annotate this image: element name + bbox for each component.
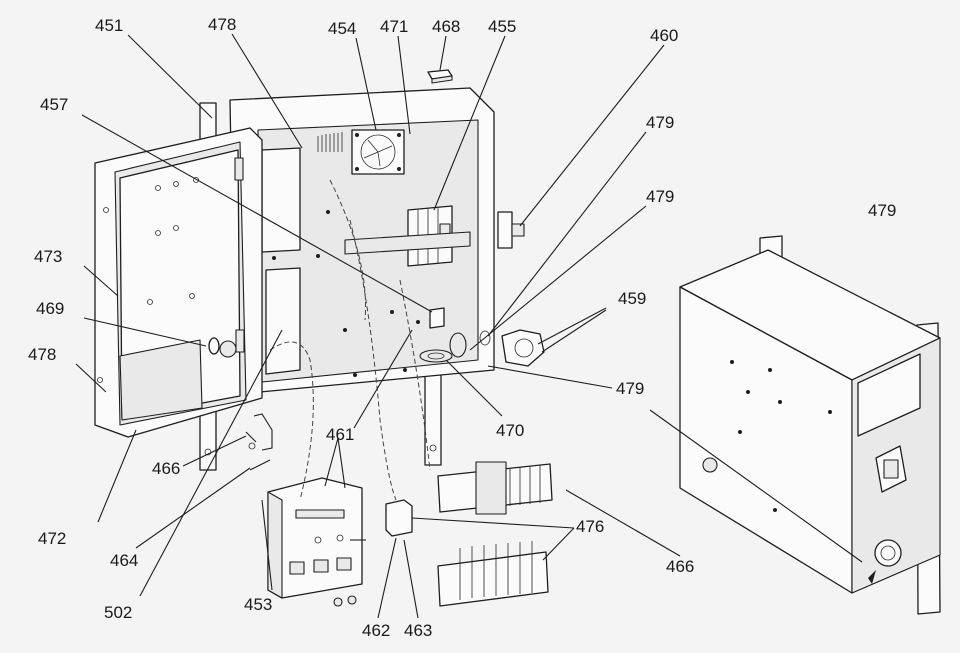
callout-451: 451 [95, 16, 123, 35]
callout-454: 454 [328, 19, 356, 38]
callout-476: 476 [576, 517, 604, 536]
callout-470: 470 [496, 421, 524, 440]
callout-471: 471 [380, 17, 408, 36]
callout-468: 468 [432, 17, 460, 36]
relay-block-upper [437, 461, 553, 515]
open-enclosure [199, 69, 545, 471]
callout-463: 463 [404, 621, 432, 640]
callout-479-c: 479 [868, 201, 896, 220]
callout-457: 457 [40, 95, 68, 114]
callout-479-a: 479 [646, 113, 674, 132]
callout-466-right: 466 [666, 557, 694, 576]
bracket-parts [245, 413, 273, 471]
leader-lines [75, 33, 863, 619]
callout-459: 459 [618, 289, 646, 308]
callout-460: 460 [650, 26, 678, 45]
callout-473: 473 [34, 247, 62, 266]
relay-block-lower [437, 541, 549, 607]
callout-479-b: 479 [646, 187, 674, 206]
callout-461: 461 [326, 425, 354, 444]
callout-labels: 451 478 454 471 468 455 460 457 479 479 … [28, 15, 896, 640]
callout-466-left: 466 [152, 459, 180, 478]
controller-module [267, 477, 366, 607]
callout-453: 453 [244, 595, 272, 614]
enclosure-door [94, 127, 263, 438]
callout-455: 455 [488, 17, 516, 36]
callout-478-top: 478 [208, 15, 236, 34]
callout-478-left: 478 [28, 345, 56, 364]
callout-462: 462 [362, 621, 390, 640]
small-component [385, 499, 413, 537]
callout-479-d: 479 [616, 379, 644, 398]
callout-502: 502 [104, 603, 132, 622]
callout-469: 469 [36, 299, 64, 318]
callout-472: 472 [38, 529, 66, 548]
callout-464: 464 [110, 551, 138, 570]
closed-enclosure [679, 235, 941, 615]
